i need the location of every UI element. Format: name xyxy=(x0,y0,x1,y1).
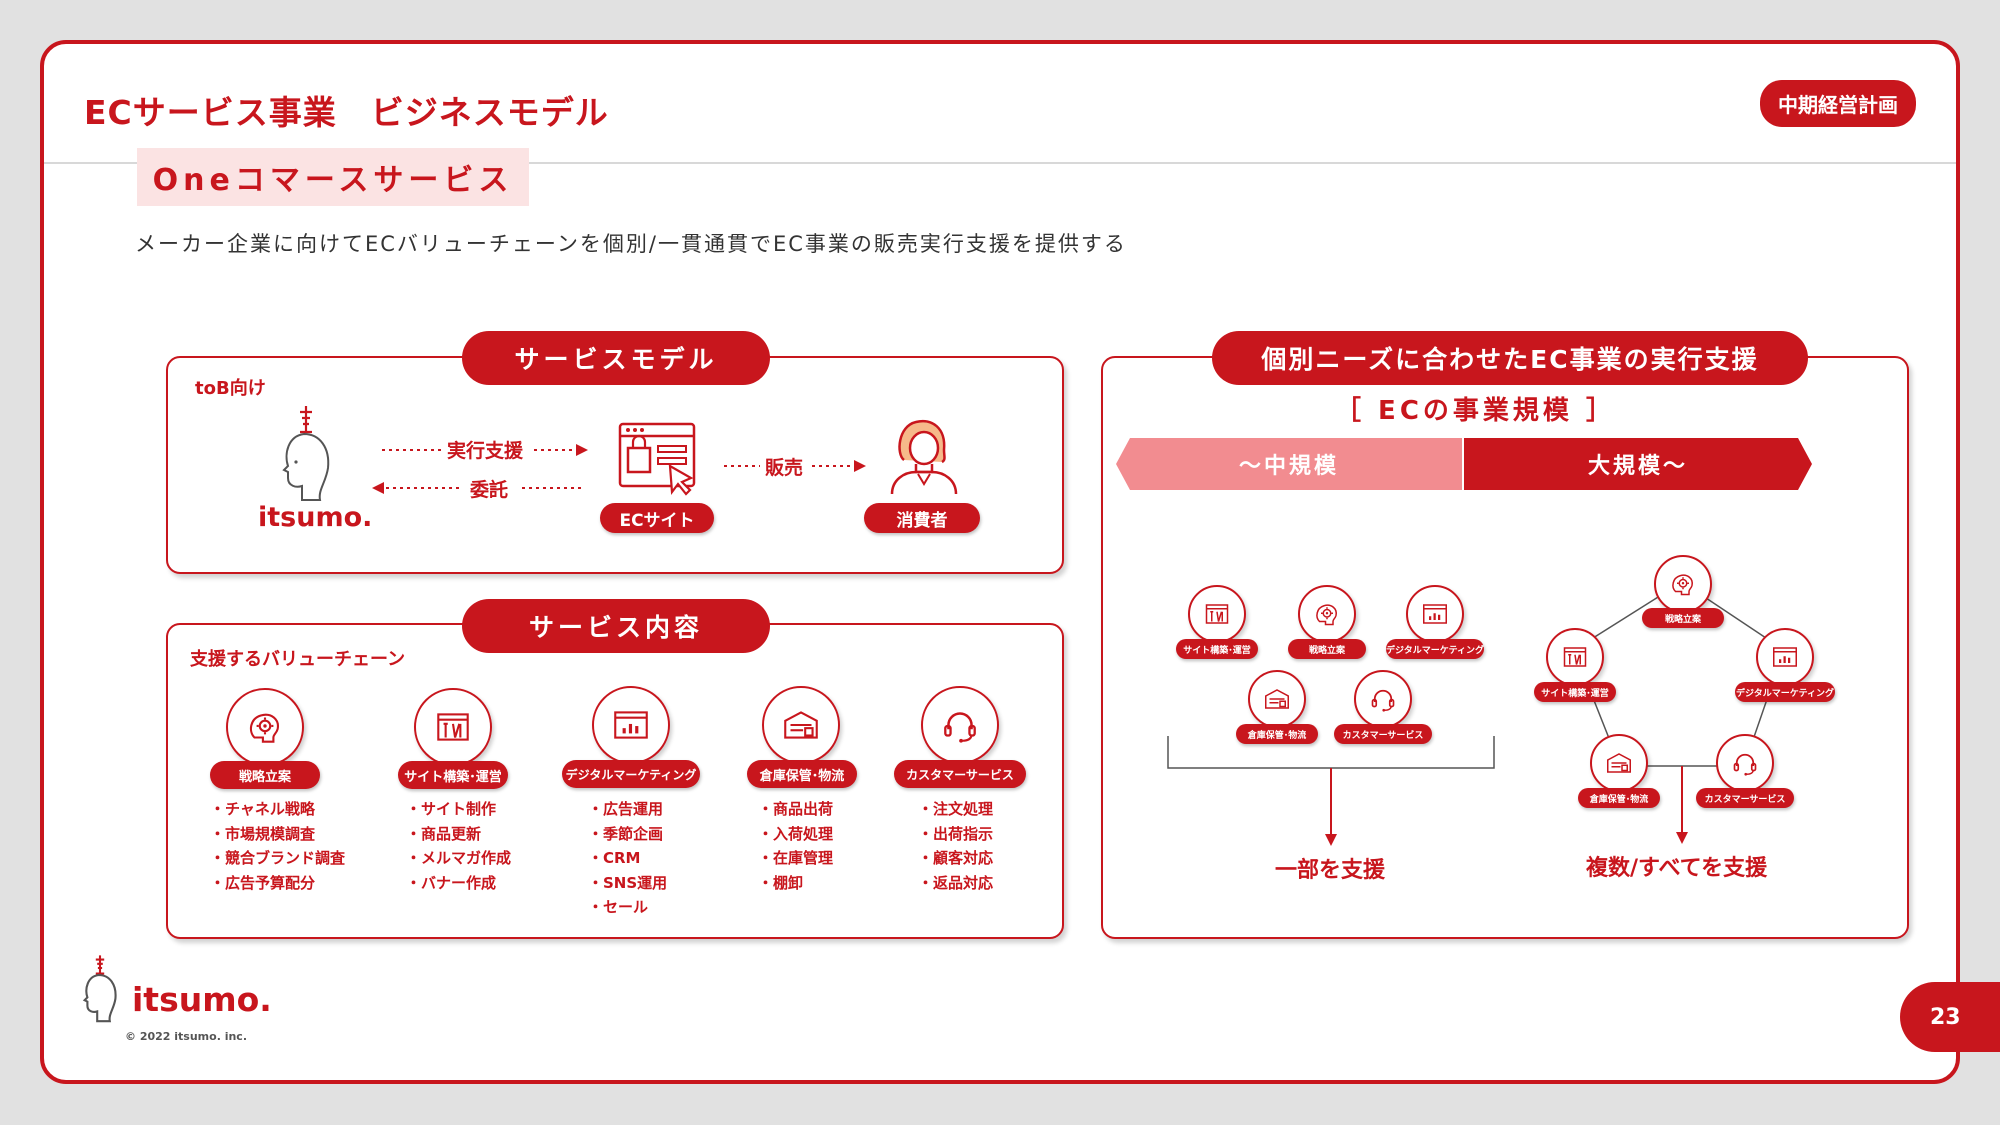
copyright: © 2022 itsumo. inc. xyxy=(125,1030,248,1043)
large-site-build-icon xyxy=(1546,628,1604,686)
entrust-label: 委託 xyxy=(470,479,509,501)
large-warehouse-pill: 倉庫保管･物流 xyxy=(1578,788,1660,808)
large-customer-pill: カスタマーサービス xyxy=(1696,788,1794,808)
warehouse-points: ・商品出荷 ・入荷処理 ・在庫管理 ・棚卸 xyxy=(758,800,834,892)
target-label: toB向け xyxy=(195,378,266,399)
entrust-arrow xyxy=(372,482,582,494)
digital-marketing-icon xyxy=(592,686,670,764)
support-label: 実行支援 xyxy=(447,440,524,462)
service-content-title: サービス内容 xyxy=(462,599,770,653)
customer-service-icon xyxy=(921,686,999,764)
ec-site-icon xyxy=(618,422,696,496)
small-strategy-pill: 戦略立案 xyxy=(1288,639,1366,659)
site-build-points: ・サイト制作 ・商品更新 ・メルマガ作成 ・バナー作成 xyxy=(406,800,512,892)
footer-logo: itsumo. xyxy=(132,980,272,1019)
strategy-pill: 戦略立案 xyxy=(210,761,320,789)
small-customer-icon xyxy=(1354,670,1412,728)
small-digital-pill: デジタルマーケティング xyxy=(1386,639,1484,659)
subtitle-badge: Oneコマースサービス xyxy=(137,148,529,206)
mascot-icon xyxy=(282,406,330,501)
sales-label: 販売 xyxy=(765,457,804,479)
customer-service-points: ・注文処理 ・出荷指示 ・顧客対応 ・返品対応 xyxy=(918,800,994,892)
large-scale-bar: 大規模～ xyxy=(1464,438,1812,490)
digital-marketing-points: ・広告運用 ・季節企画 ・CRM ・SNS運用 ・セール xyxy=(588,800,668,916)
large-digital-icon xyxy=(1756,628,1814,686)
service-model-box xyxy=(166,356,1064,574)
scale-title: ［ ECの事業規模 ］ xyxy=(1335,396,1616,426)
site-build-icon xyxy=(414,688,492,766)
page-title: ECサービス事業 ビジネスモデル xyxy=(84,93,609,132)
strategy-points: ・チャネル戦略 ・市場規模調査 ・競合ブランド調査 ・広告予算配分 xyxy=(210,800,346,892)
plan-badge: 中期経営計画 xyxy=(1760,80,1916,127)
digital-marketing-pill: デジタルマーケティング xyxy=(562,760,700,788)
consumer-pill: 消費者 xyxy=(864,503,980,533)
small-warehouse-icon xyxy=(1248,670,1306,728)
execution-support-title: 個別ニーズに合わせたEC事業の実行支援 xyxy=(1212,331,1808,385)
header-divider xyxy=(44,162,1956,164)
small-customer-pill: カスタマーサービス xyxy=(1334,724,1432,744)
footer-mascot-icon xyxy=(82,955,117,1023)
customer-service-pill: カスタマーサービス xyxy=(894,760,1026,788)
description-text: メーカー企業に向けてECバリューチェーンを個別/一貫通貫でEC事業の販売実行支援… xyxy=(135,232,1127,256)
warehouse-pill: 倉庫保管･物流 xyxy=(747,760,857,788)
support-arrow xyxy=(382,444,588,456)
large-digital-pill: デジタルマーケティング xyxy=(1735,682,1835,702)
large-warehouse-icon xyxy=(1590,734,1648,792)
strategy-icon xyxy=(226,688,304,766)
page-number: 23 xyxy=(1900,982,2000,1052)
value-chain-label: 支援するバリューチェーン xyxy=(190,649,406,670)
small-warehouse-pill: 倉庫保管･物流 xyxy=(1236,724,1318,744)
service-model-title: サービスモデル xyxy=(462,331,770,385)
warehouse-icon xyxy=(762,686,840,764)
sales-arrow xyxy=(724,460,866,472)
site-build-pill: サイト構築･運営 xyxy=(398,761,508,789)
large-strategy-icon xyxy=(1654,555,1712,613)
small-site-build-pill: サイト構築･運営 xyxy=(1176,639,1258,659)
small-scale-bar: ～中規模 xyxy=(1116,438,1462,490)
small-strategy-icon xyxy=(1298,585,1356,643)
small-site-build-icon xyxy=(1188,585,1246,643)
large-customer-icon xyxy=(1716,734,1774,792)
small-digital-icon xyxy=(1406,585,1464,643)
consumer-icon xyxy=(890,419,958,495)
full-support-label: 複数/すべてを支援 xyxy=(1586,856,1768,881)
large-site-build-pill: サイト構築･運営 xyxy=(1534,682,1616,702)
ec-site-pill: ECサイト xyxy=(600,503,714,533)
partial-support-label: 一部を支援 xyxy=(1275,858,1386,883)
large-strategy-pill: 戦略立案 xyxy=(1642,608,1724,628)
small-scale-bracket xyxy=(1167,736,1495,846)
itsumo-logo: itsumo. xyxy=(258,502,373,533)
